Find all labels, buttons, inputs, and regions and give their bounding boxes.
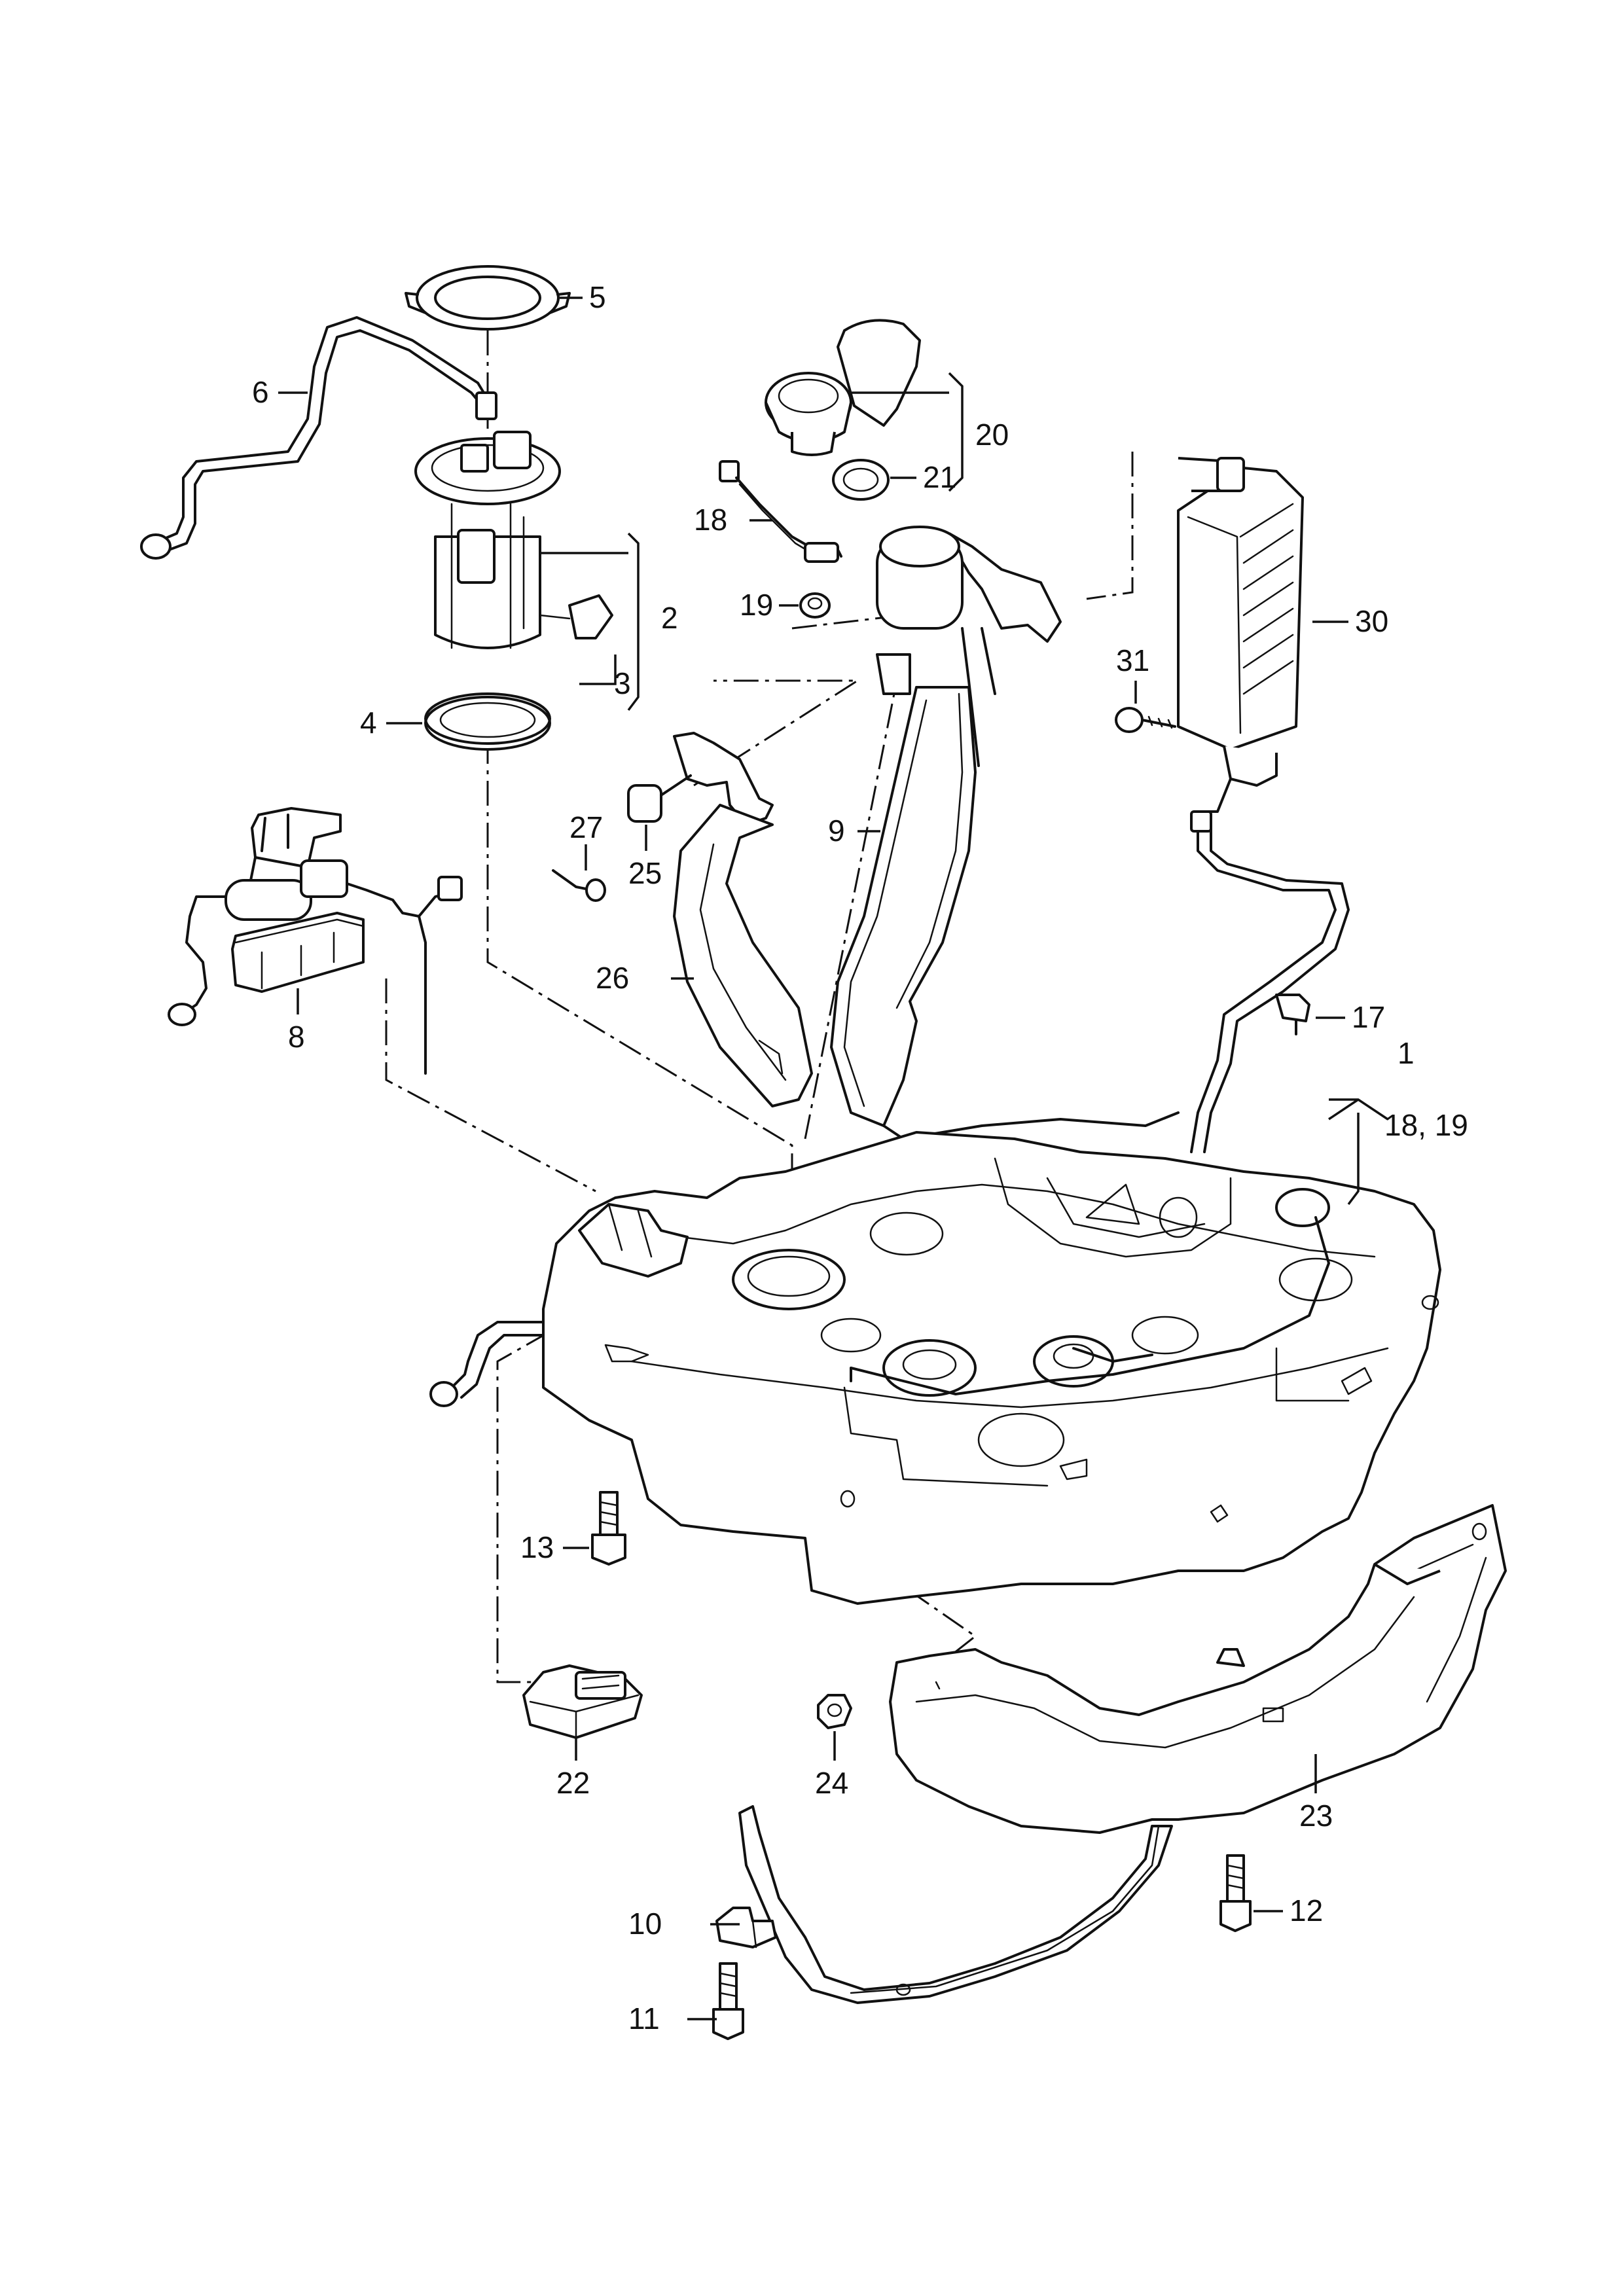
part-4-seal bbox=[424, 692, 551, 751]
part-8-control-unit bbox=[168, 807, 463, 1075]
callout-27: 27 bbox=[569, 810, 603, 844]
callout-12: 12 bbox=[1290, 1893, 1323, 1928]
callout-13: 13 bbox=[520, 1530, 554, 1564]
callout-19: 19 bbox=[740, 588, 773, 622]
part-18-sender-wire bbox=[719, 460, 842, 563]
callout-31: 31 bbox=[1116, 643, 1149, 677]
callout-26: 26 bbox=[596, 961, 629, 995]
callout-30: 30 bbox=[1355, 604, 1388, 638]
part-11-bolt bbox=[712, 1962, 744, 2040]
callout-11: 11 bbox=[628, 2001, 660, 2036]
callout-labels: 5 6 2 3 4 8 9 20 21 18 19 30 31 17 1 18,… bbox=[252, 280, 1468, 2036]
part-30-charcoal-canister bbox=[1177, 457, 1304, 813]
callout-17: 17 bbox=[1352, 1000, 1385, 1034]
part-9-filler-pipe bbox=[830, 526, 1180, 1140]
callout-24: 24 bbox=[815, 1766, 848, 1800]
callout-1-sub: 18, 19 bbox=[1384, 1108, 1468, 1142]
callout-18: 18 bbox=[694, 503, 727, 537]
part-6-fuel-line bbox=[140, 316, 497, 560]
part-24-nut bbox=[817, 1694, 852, 1729]
part-20-filler-cap bbox=[765, 319, 921, 456]
callout-21: 21 bbox=[923, 460, 956, 494]
part-12-bolt bbox=[1219, 1854, 1252, 1932]
part-1-fuel-tank bbox=[429, 1131, 1441, 1605]
vent-line bbox=[1190, 810, 1350, 1153]
tank-strap bbox=[738, 1805, 1173, 2004]
part-31-bolt bbox=[1115, 707, 1176, 733]
part-19-grommet bbox=[799, 592, 831, 619]
part-25-clip bbox=[627, 774, 692, 823]
part-5-locking-ring bbox=[405, 265, 571, 331]
part-21-seal bbox=[832, 459, 890, 501]
part-26-bracket bbox=[673, 732, 813, 1107]
callout-23: 23 bbox=[1299, 1799, 1333, 1833]
part-17-clip bbox=[1275, 994, 1310, 1035]
callout-20: 20 bbox=[975, 418, 1009, 452]
callout-6: 6 bbox=[252, 375, 269, 409]
callout-22: 22 bbox=[556, 1766, 590, 1800]
part-22-control-unit bbox=[522, 1664, 643, 1739]
part-27-rivet bbox=[552, 869, 606, 902]
callout-2: 2 bbox=[661, 601, 678, 635]
callout-3: 3 bbox=[614, 666, 631, 700]
callout-8: 8 bbox=[288, 1020, 305, 1054]
callout-5: 5 bbox=[589, 280, 606, 314]
callout-4: 4 bbox=[360, 706, 377, 740]
part-2-fuel-pump-module bbox=[414, 431, 613, 649]
leader-lines bbox=[278, 296, 1388, 2020]
callout-1: 1 bbox=[1398, 1036, 1415, 1070]
callout-9: 9 bbox=[828, 814, 845, 848]
callout-10: 10 bbox=[628, 1907, 662, 1941]
callout-25: 25 bbox=[628, 856, 662, 890]
part-23-heat-shield bbox=[889, 1504, 1507, 1834]
part-10-clamp bbox=[715, 1907, 777, 1948]
assembly-lines bbox=[385, 331, 1134, 1683]
part-13-bolt bbox=[591, 1491, 626, 1566]
